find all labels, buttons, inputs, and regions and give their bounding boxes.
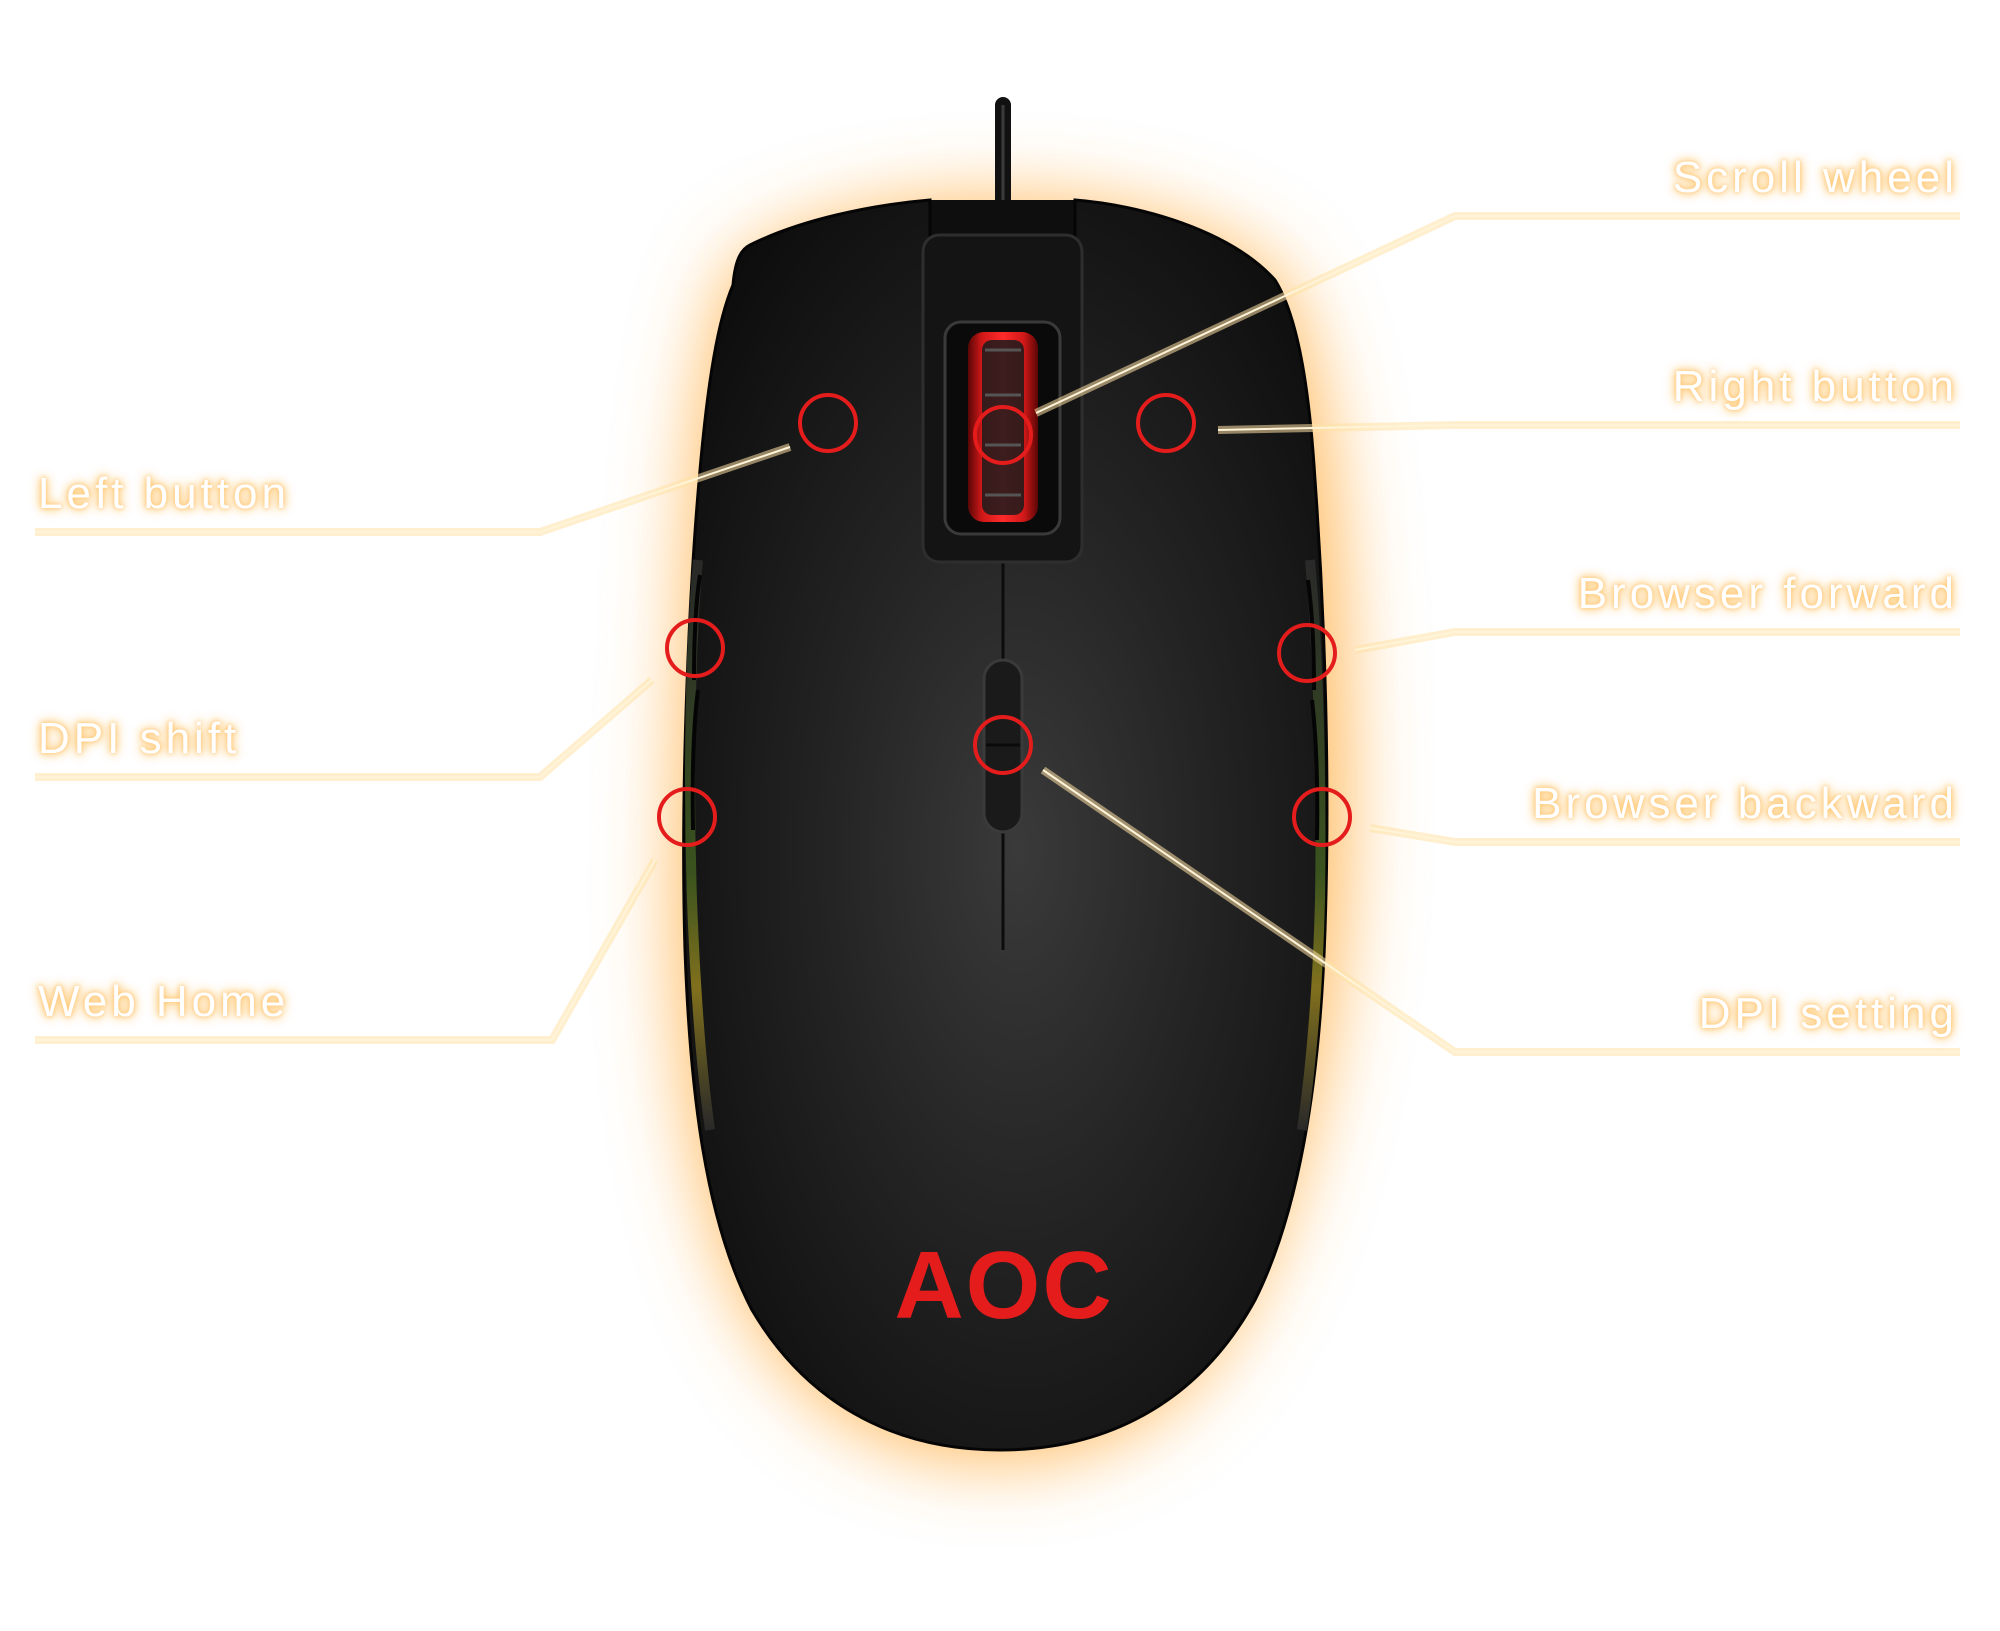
aoc-logo: AOC: [894, 1232, 1113, 1339]
hotspot-web-home: [657, 787, 717, 847]
leader-line-web-home: [35, 859, 656, 1041]
hotspot-right-button: [1136, 393, 1196, 453]
callout-right-button: Right button: [1136, 362, 1960, 453]
hotspot-scroll-wheel: [973, 405, 1033, 465]
label-web-home: Web Home: [38, 977, 289, 1026]
callout-dpi-setting: DPI setting: [973, 715, 1960, 1056]
label-browser-forward: Browser forward: [1578, 569, 1958, 618]
leader-line-right-button: [1217, 424, 1960, 431]
leader-line-scroll-wheel: [1035, 215, 1960, 414]
hotspot-dpi-shift: [665, 618, 725, 678]
hotspot-browser-backward: [1292, 787, 1352, 847]
label-dpi-shift: DPI shift: [38, 714, 240, 763]
dpi-button: [982, 658, 1024, 834]
callout-left-button: Left button: [35, 393, 858, 536]
leader-line-dpi-shift: [35, 679, 653, 778]
hotspot-browser-forward: [1277, 623, 1337, 683]
leader-line-left-button: [35, 446, 791, 533]
hotspot-left-button: [798, 393, 858, 453]
leader-line-browser-backward: [1369, 827, 1960, 843]
callout-browser-backward: Browser backward: [1292, 779, 1960, 847]
label-left-button: Left button: [38, 469, 290, 518]
leader-halo-browser-forward: [1354, 628, 1960, 654]
leader-line-dpi-setting: [1042, 769, 1960, 1053]
callout-scroll-wheel: Scroll wheel: [973, 153, 1960, 465]
callout-dpi-shift: DPI shift: [35, 618, 725, 781]
leader-line-browser-forward: [1354, 631, 1960, 651]
callout-web-home: Web Home: [35, 787, 717, 1044]
label-right-button: Right button: [1673, 362, 1958, 411]
scroll-wheel: [921, 233, 1084, 564]
label-browser-backward: Browser backward: [1532, 779, 1958, 828]
label-scroll-wheel: Scroll wheel: [1673, 153, 1958, 202]
callout-browser-forward: Browser forward: [1277, 569, 1960, 683]
leader-halo-browser-backward: [1369, 824, 1960, 846]
hotspot-dpi-setting: [973, 715, 1033, 775]
label-dpi-setting: DPI setting: [1699, 989, 1958, 1038]
